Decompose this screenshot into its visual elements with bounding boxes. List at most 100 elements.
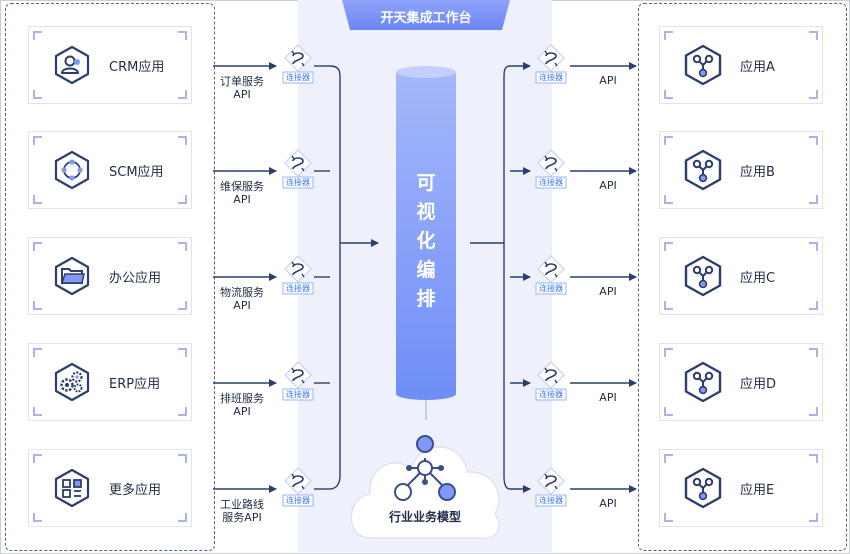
hex-nodes-icon (684, 44, 722, 86)
title-tab: 开天集成工作台 (342, 0, 510, 30)
card-corner-mark (664, 301, 673, 310)
card-corner-mark (809, 301, 818, 310)
orchestration-char: 排 (416, 288, 436, 310)
right-app-label: 应用E (740, 483, 775, 498)
card-corner-mark (33, 348, 42, 357)
right-app-card[interactable]: 应用A (659, 26, 823, 104)
grid-icon (54, 468, 90, 508)
connector-plug-icon (535, 149, 567, 189)
output-api-label: API (599, 179, 617, 192)
left-connector[interactable]: 连接器 (280, 254, 316, 298)
connector-plug-icon (535, 255, 567, 295)
right-app-card[interactable]: 应用E (659, 449, 823, 527)
output-api-label: API (599, 74, 617, 87)
card-corner-mark (33, 301, 42, 310)
card-corner-mark (664, 454, 673, 463)
folder-icon (54, 256, 90, 296)
right-app-card[interactable]: 应用B (659, 131, 823, 209)
right-app-card[interactable]: 应用D (659, 343, 823, 421)
card-corner-mark (178, 301, 187, 310)
service-api-line: 维保服务 (220, 180, 264, 193)
left-app-card[interactable]: 更多应用 (28, 449, 192, 527)
connector-label: 连接器 (539, 73, 563, 82)
left-bus (329, 65, 341, 490)
supply-chain-icon (54, 150, 90, 190)
card-corner-mark (809, 31, 818, 40)
right-app-label: 应用D (740, 377, 777, 392)
gears-icon (54, 362, 90, 402)
service-api-line: API (233, 193, 251, 206)
connector-label: 连接器 (539, 284, 563, 293)
card-corner-mark (33, 195, 42, 204)
card-corner-mark (809, 454, 818, 463)
left-app-card[interactable]: 办公应用 (28, 237, 192, 315)
connector-plug-icon (282, 255, 314, 295)
hex-nodes-icon (684, 467, 722, 509)
card-corner-mark (664, 195, 673, 204)
connector-label: 连接器 (286, 496, 310, 505)
card-corner-mark (178, 407, 187, 416)
left-app-card[interactable]: CRM应用 (28, 26, 192, 104)
left-connector[interactable]: 连接器 (280, 360, 316, 404)
card-corner-mark (664, 242, 673, 251)
right-app-card[interactable]: 应用C (659, 237, 823, 315)
card-corner-mark (178, 90, 187, 99)
card-corner-mark (33, 454, 42, 463)
service-api-line: API (233, 405, 251, 418)
card-corner-mark (178, 242, 187, 251)
left-app-card[interactable]: ERP应用 (28, 343, 192, 421)
service-api-line: 排班服务 (220, 392, 264, 405)
right-connector[interactable]: 连接器 (533, 148, 569, 192)
card-corner-mark (178, 454, 187, 463)
hex-nodes-icon (684, 255, 722, 297)
card-corner-mark (809, 195, 818, 204)
output-api-label: API (599, 497, 617, 510)
card-corner-mark (664, 513, 673, 522)
service-api-line: 服务API (222, 511, 262, 524)
connector-plug-icon (282, 44, 314, 84)
left-connector[interactable]: 连接器 (280, 43, 316, 87)
right-connector[interactable]: 连接器 (533, 466, 569, 510)
orchestration-cylinder (396, 66, 456, 420)
card-corner-mark (809, 90, 818, 99)
card-corner-mark (33, 136, 42, 145)
right-app-label: 应用B (740, 165, 775, 180)
connector-plug-icon (282, 467, 314, 507)
title-text: 开天集成工作台 (380, 11, 472, 26)
connector-plug-icon (282, 361, 314, 401)
connector-plug-icon (535, 44, 567, 84)
left-app-card[interactable]: SCM应用 (28, 131, 192, 209)
orchestration-char: 可 (416, 172, 436, 194)
right-connector[interactable]: 连接器 (533, 360, 569, 404)
card-corner-mark (33, 407, 42, 416)
left-connector[interactable]: 连接器 (280, 148, 316, 192)
right-app-label: 应用A (740, 60, 775, 75)
card-corner-mark (809, 136, 818, 145)
hex-nodes-icon (684, 361, 722, 403)
card-corner-mark (809, 407, 818, 416)
left-connector[interactable]: 连接器 (280, 466, 316, 510)
left-app-label: SCM应用 (109, 165, 164, 180)
service-api-line: 订单服务 (220, 75, 264, 88)
connector-plug-icon (282, 149, 314, 189)
model-cloud (350, 435, 500, 539)
service-api-line: API (233, 299, 251, 312)
output-api-label: API (599, 391, 617, 404)
right-connector[interactable]: 连接器 (533, 43, 569, 87)
right-connector[interactable]: 连接器 (533, 254, 569, 298)
card-corner-mark (33, 90, 42, 99)
card-corner-mark (178, 31, 187, 40)
service-api-label: 工业路线服务API (212, 498, 272, 524)
card-corner-mark (664, 348, 673, 357)
card-corner-mark (809, 348, 818, 357)
card-corner-mark (178, 513, 187, 522)
service-api-line: 工业路线 (220, 498, 264, 511)
right-app-label: 应用C (740, 271, 776, 286)
card-corner-mark (664, 407, 673, 416)
right-bus (503, 65, 511, 490)
service-api-line: 物流服务 (220, 286, 264, 299)
card-corner-mark (33, 513, 42, 522)
connector-label: 连接器 (539, 178, 563, 187)
